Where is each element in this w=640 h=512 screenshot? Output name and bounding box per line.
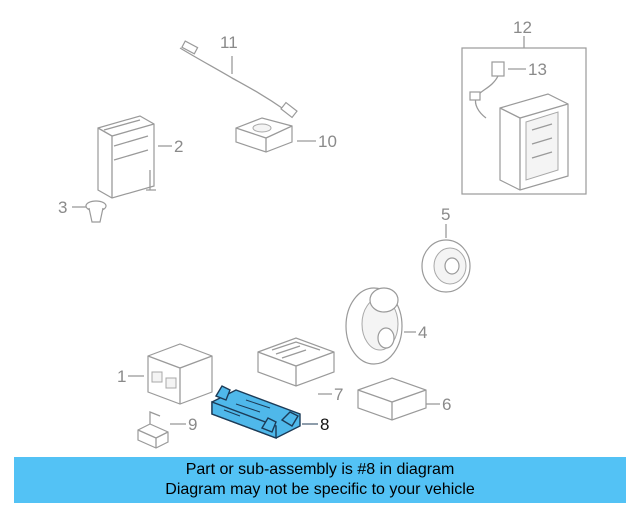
callout-2[interactable]: 2 bbox=[174, 137, 183, 156]
callout-4[interactable]: 4 bbox=[418, 323, 427, 342]
banner-line-2: Diagram may not be specific to your vehi… bbox=[165, 481, 475, 498]
callout-5[interactable]: 5 bbox=[441, 205, 450, 224]
callout-7[interactable]: 7 bbox=[334, 385, 343, 404]
callout-10[interactable]: 10 bbox=[318, 132, 337, 151]
callout-13[interactable]: 13 bbox=[528, 60, 547, 79]
part-6-module[interactable] bbox=[357, 377, 427, 421]
callout-9[interactable]: 9 bbox=[188, 415, 197, 434]
info-banner: Part or sub-assembly is #8 in diagram Di… bbox=[14, 457, 626, 503]
banner-line-1: Part or sub-assembly is #8 in diagram bbox=[185, 461, 455, 478]
part-1-amplifier[interactable] bbox=[147, 343, 213, 405]
part-3-clip[interactable] bbox=[85, 200, 107, 223]
callout-8[interactable]: 8 bbox=[320, 415, 329, 434]
part-8-mounting-bracket[interactable] bbox=[211, 385, 301, 440]
part-7-tuner[interactable] bbox=[257, 337, 335, 387]
callout-11[interactable]: 11 bbox=[220, 33, 238, 52]
part-5-speaker[interactable] bbox=[421, 239, 471, 293]
part-11-antenna-cable[interactable] bbox=[179, 40, 298, 119]
part-2-control-module[interactable] bbox=[97, 115, 156, 199]
part-13-connector[interactable] bbox=[469, 61, 505, 119]
part-9-bracket[interactable] bbox=[137, 411, 169, 449]
callout-12[interactable]: 12 bbox=[513, 18, 532, 37]
part-4-woofer[interactable] bbox=[345, 287, 403, 365]
part-12-display-unit[interactable] bbox=[499, 93, 569, 191]
callout-1[interactable]: 1 bbox=[117, 367, 126, 386]
part-10-antenna-module[interactable] bbox=[235, 117, 293, 153]
callout-6[interactable]: 6 bbox=[442, 395, 451, 414]
callout-3[interactable]: 3 bbox=[58, 198, 67, 217]
